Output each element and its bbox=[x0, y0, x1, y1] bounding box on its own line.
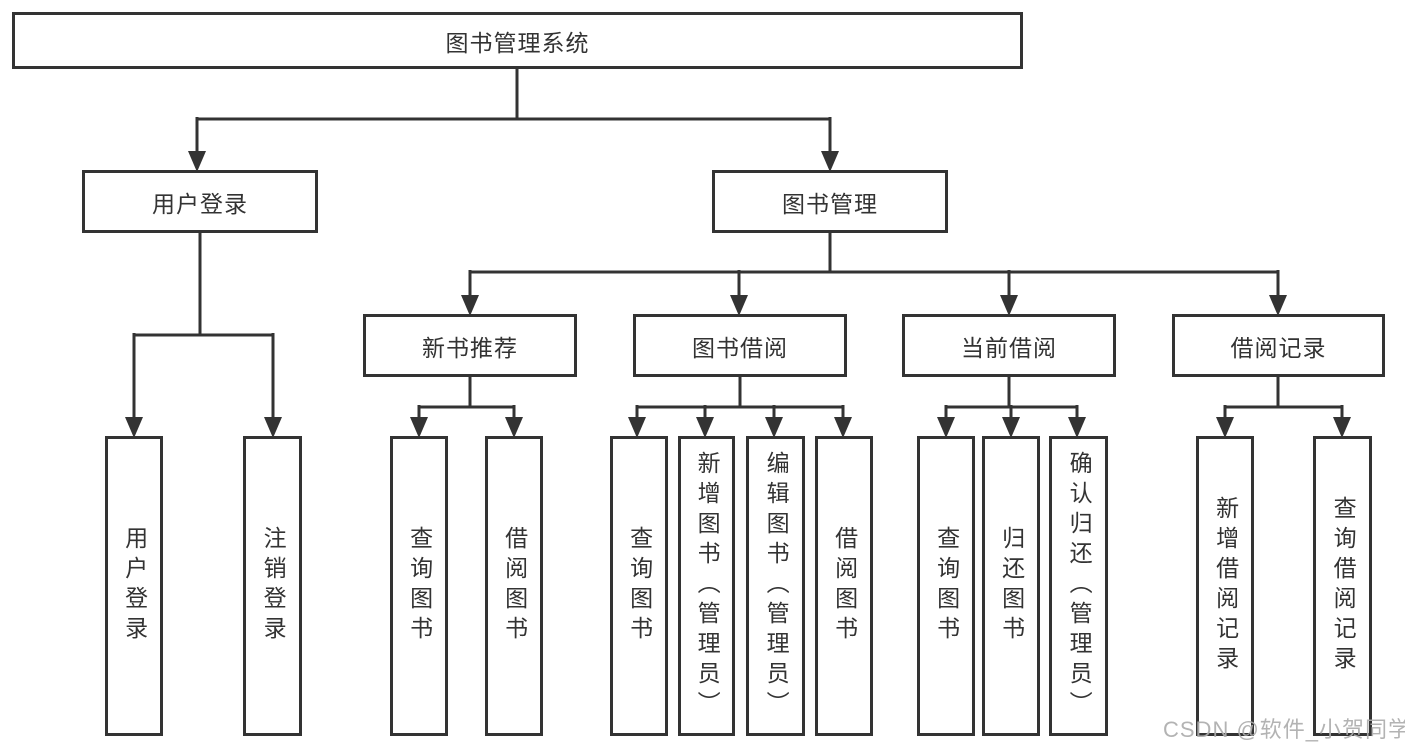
node-label: 借阅记录 bbox=[1230, 334, 1327, 361]
leaf-return-books: 归还图书 bbox=[982, 436, 1040, 736]
leaf-label: 借阅图书 bbox=[501, 526, 528, 646]
node-user-login: 用户登录 bbox=[82, 170, 318, 233]
csdn-watermark: CSDN @软件_小贺同学 bbox=[1163, 717, 1405, 742]
node-book-borrowing: 图书借阅 bbox=[633, 314, 847, 377]
leaf-query-borrow-record: 查询借阅记录 bbox=[1313, 436, 1372, 736]
leaf-label: 新增图书（管理员） bbox=[694, 451, 721, 721]
leaf-query-books-borrowing: 查询图书 bbox=[610, 436, 668, 736]
leaf-label: 注销登录 bbox=[260, 526, 287, 646]
leaf-label: 编辑图书（管理员） bbox=[763, 451, 790, 721]
leaf-label: 查询图书 bbox=[406, 526, 433, 646]
leaf-user-login: 用户登录 bbox=[105, 436, 163, 736]
leaf-label: 归还图书 bbox=[998, 526, 1025, 646]
leaf-label: 查询图书 bbox=[626, 526, 653, 646]
node-book-management: 图书管理 bbox=[712, 170, 948, 233]
leaf-borrow-books-borrowing: 借阅图书 bbox=[815, 436, 873, 736]
node-library-management-system: 图书管理系统 bbox=[12, 12, 1023, 69]
node-new-book-recommendation: 新书推荐 bbox=[363, 314, 577, 377]
connector-paths bbox=[132, 69, 1344, 419]
leaf-label: 新增借阅记录 bbox=[1212, 496, 1239, 676]
leaf-edit-books-admin: 编辑图书（管理员） bbox=[746, 436, 805, 736]
connector-arrowheads bbox=[125, 151, 1351, 438]
node-label: 新书推荐 bbox=[422, 334, 518, 361]
leaf-query-books-current: 查询图书 bbox=[917, 436, 975, 736]
leaf-logout: 注销登录 bbox=[243, 436, 302, 736]
node-label: 图书管理系统 bbox=[445, 29, 590, 56]
node-label: 图书管理 bbox=[782, 190, 878, 217]
leaf-query-books-recommend: 查询图书 bbox=[390, 436, 448, 736]
node-label: 当前借阅 bbox=[961, 334, 1057, 361]
leaf-confirm-return-admin: 确认归还（管理员） bbox=[1049, 436, 1108, 736]
leaf-borrow-books-recommend: 借阅图书 bbox=[485, 436, 543, 736]
node-borrowing-records: 借阅记录 bbox=[1172, 314, 1385, 377]
node-label: 用户登录 bbox=[152, 190, 248, 217]
leaf-label: 用户登录 bbox=[121, 526, 148, 646]
node-label: 图书借阅 bbox=[692, 334, 788, 361]
leaf-add-books-admin: 新增图书（管理员） bbox=[678, 436, 735, 736]
leaf-add-borrow-record: 新增借阅记录 bbox=[1196, 436, 1254, 736]
leaf-label: 查询图书 bbox=[933, 526, 960, 646]
leaf-label: 查询借阅记录 bbox=[1330, 496, 1357, 676]
leaf-label: 确认归还（管理员） bbox=[1066, 451, 1093, 721]
node-current-borrowing: 当前借阅 bbox=[902, 314, 1116, 377]
leaf-label: 借阅图书 bbox=[831, 526, 858, 646]
